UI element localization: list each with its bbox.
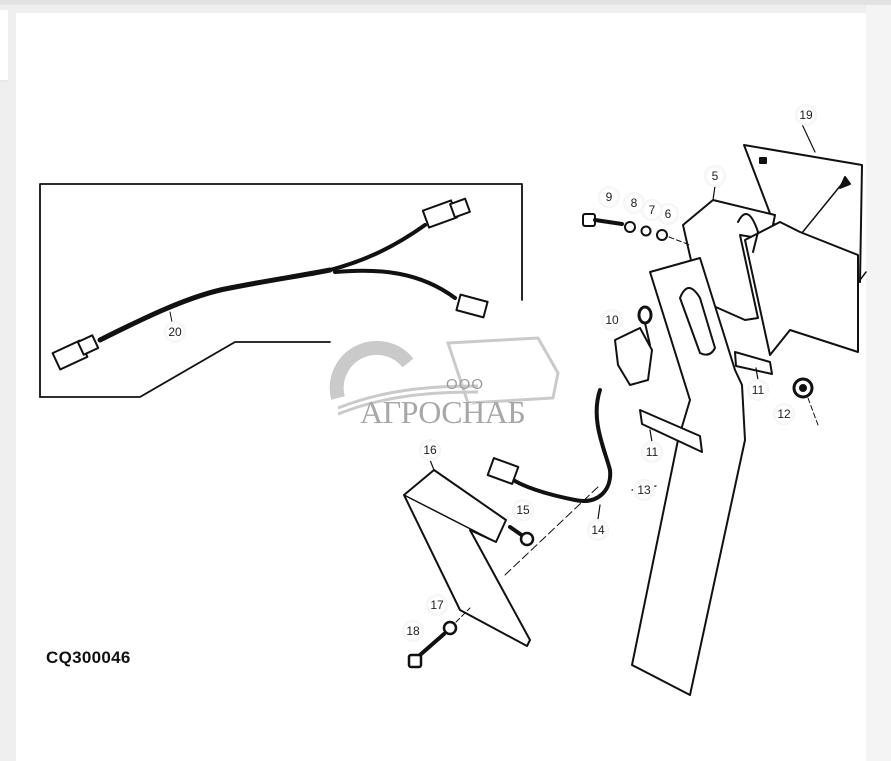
top-strip xyxy=(0,0,891,5)
callout-16: 16 xyxy=(419,439,441,461)
callout-15: 15 xyxy=(512,499,534,521)
nut-12 xyxy=(792,377,819,426)
connector-bottom-right-icon xyxy=(455,293,489,319)
edge-fragment xyxy=(859,271,867,281)
callout-11b: 11 xyxy=(641,441,663,463)
bolt-18-nut-17 xyxy=(407,607,471,669)
callout-13: 13 xyxy=(633,479,655,501)
harness-inset xyxy=(39,183,523,398)
callout-19: 19 xyxy=(795,104,817,126)
callout-11a: 11 xyxy=(747,379,769,401)
callout-10: 10 xyxy=(601,309,623,331)
connector-top-right-icon xyxy=(421,197,471,229)
plate-13 xyxy=(631,257,746,696)
connector-left-icon xyxy=(51,334,100,371)
callout-12: 12 xyxy=(773,403,795,425)
callout-5: 5 xyxy=(704,165,726,187)
watermark-prefix: ООО xyxy=(446,376,485,393)
switch-10 xyxy=(614,305,653,386)
watermark-brand: АГРОСНАБ xyxy=(360,394,526,430)
callout-9: 9 xyxy=(598,186,620,208)
callout-7: 7 xyxy=(641,199,663,221)
hardware-stack xyxy=(582,213,691,246)
bracket-16 xyxy=(403,459,601,647)
callout-8: 8 xyxy=(623,192,645,214)
left-panel-edge xyxy=(0,10,8,82)
strip-11-upper xyxy=(734,351,773,381)
callout-17: 17 xyxy=(426,594,448,616)
callout-14: 14 xyxy=(587,519,609,541)
harness-14 xyxy=(486,388,613,520)
strip-11-lower xyxy=(639,409,703,453)
figure-id: CQ300046 xyxy=(46,648,131,667)
scrollbar-track[interactable] xyxy=(866,5,891,761)
callout-20: 20 xyxy=(164,321,186,343)
callout-18: 18 xyxy=(402,620,424,642)
screw-15 xyxy=(508,525,535,547)
